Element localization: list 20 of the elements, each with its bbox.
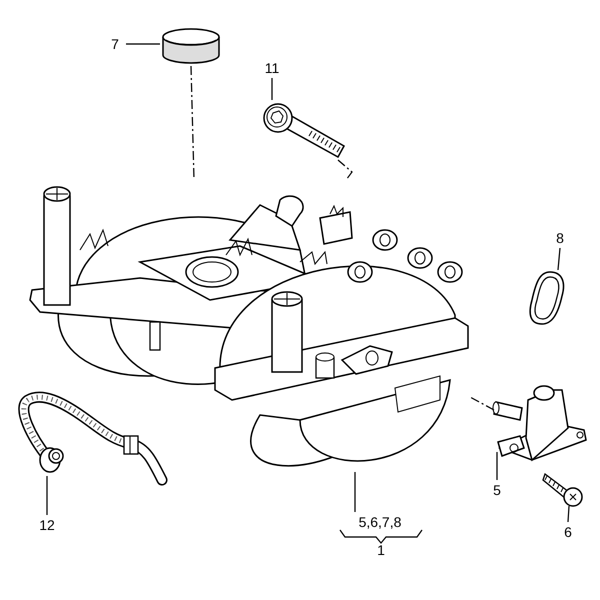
assembly-line <box>338 160 353 180</box>
callout-number: 5,6,7,8 <box>350 512 410 532</box>
o-ring-drawing <box>528 270 566 326</box>
assembly-line <box>470 396 494 411</box>
callout-number: 5 <box>486 480 508 500</box>
leader-line <box>126 43 160 45</box>
leader-line <box>567 506 570 522</box>
leader-line <box>496 452 498 480</box>
callout-number: 6 <box>557 522 579 542</box>
callout-number: 8 <box>549 228 571 248</box>
leader-line <box>557 248 561 270</box>
screw-drawing <box>543 470 585 506</box>
callout-number: 1 <box>371 540 391 560</box>
seal-ring-drawing <box>160 28 222 66</box>
callout-number: 7 <box>104 34 126 54</box>
leader-line <box>271 78 273 100</box>
callout-number: 11 <box>260 58 284 78</box>
leader-line <box>354 472 356 512</box>
leader-line <box>46 476 48 515</box>
callout-number: 12 <box>34 515 60 535</box>
